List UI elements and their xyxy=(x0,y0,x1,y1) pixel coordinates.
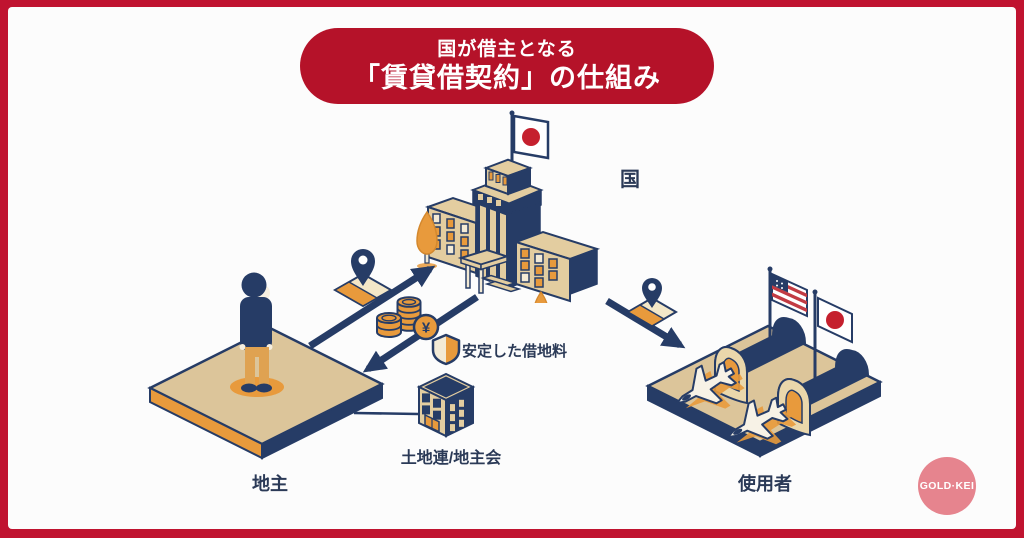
canvas-background: 国が借主となる 「賃貸借契約」の仕組み xyxy=(8,7,1016,529)
tree-icon xyxy=(534,290,548,303)
base-parcel xyxy=(645,324,883,458)
label-association: 土地連/地主会 xyxy=(400,450,502,467)
central-tower xyxy=(470,175,544,290)
yen-coin-icon: ¥ xyxy=(412,313,440,341)
title-line1: 国が借主となる xyxy=(437,38,577,60)
entrance xyxy=(457,248,522,294)
user-base-illustration xyxy=(645,266,883,458)
location-pin-icon xyxy=(642,278,662,308)
map-tile xyxy=(626,296,678,328)
landowner-illustration xyxy=(147,272,385,460)
yen-symbol: ¥ xyxy=(422,320,431,337)
title-banner: 国が借主となる 「賃貸借契約」の仕組み xyxy=(300,28,714,104)
gold-kei-logo: GOLD·KEI xyxy=(918,457,976,515)
title-line2: 「賃貸借契約」の仕組み xyxy=(353,62,661,93)
tree-icon xyxy=(416,210,438,269)
flow-layer: ¥ xyxy=(308,249,686,416)
us-flag-icon xyxy=(767,266,808,348)
map-tile xyxy=(332,272,394,308)
flow-arrow-government-to-user xyxy=(605,298,686,349)
label-government: 国 xyxy=(620,169,640,191)
location-pin-icon xyxy=(351,249,375,286)
japan-flag-icon xyxy=(812,289,853,393)
label-user: 使用者 xyxy=(738,474,792,494)
connector-line xyxy=(353,411,419,416)
label-landowner: 地主 xyxy=(252,474,288,494)
japan-flag-icon xyxy=(509,110,550,166)
tower-penthouse xyxy=(483,158,533,196)
flow-arrow-landowner-to-government xyxy=(308,265,436,349)
shield-icon xyxy=(431,333,461,366)
landowner-person xyxy=(230,272,284,397)
fighter-jet-icon xyxy=(676,361,745,409)
right-wing xyxy=(512,230,601,303)
government-building-illustration xyxy=(416,110,601,303)
fighter-jet-icon xyxy=(727,396,797,445)
label-stable-rent: 安定した借地料 xyxy=(462,343,568,360)
association-building-illustration xyxy=(416,372,476,438)
logo-text: GOLD·KEI xyxy=(919,480,975,492)
